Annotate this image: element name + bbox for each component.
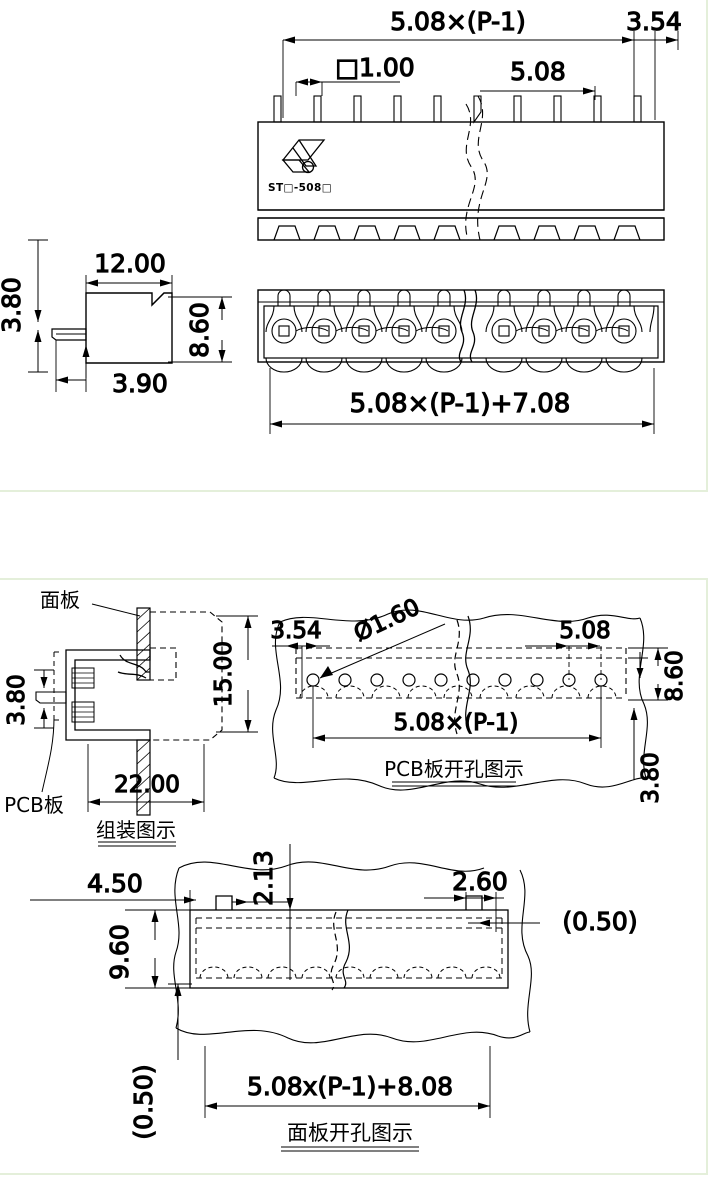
dim-pitch xyxy=(480,86,596,100)
pcb-scallops xyxy=(299,685,617,699)
pcb-holes xyxy=(306,673,608,687)
face-cutout-scallops xyxy=(199,966,501,979)
mounting-diagrams-panel: 面板 xyxy=(0,578,708,1175)
dim-depth-3.90 xyxy=(55,340,90,392)
dim-body-height-8.60 xyxy=(168,296,232,363)
dim-pcb-pitch xyxy=(525,642,602,680)
dim-end-margin xyxy=(634,31,679,120)
dim-pcb-end-margin-label: 3.54 xyxy=(270,618,321,644)
leader-hole-dia xyxy=(319,623,446,679)
connector-body-front xyxy=(257,121,665,241)
dim-face-tol-right-label: (0.50) xyxy=(562,907,637,936)
break-line-front xyxy=(465,95,488,241)
dim-assembly-pin-height-label: 3.80 xyxy=(4,674,30,725)
dim-face-left-margin-label: 4.50 xyxy=(87,869,143,898)
dim-assembly-22.00 xyxy=(87,744,205,812)
dim-width-label: 12.00 xyxy=(94,249,166,278)
mating-plug-outline xyxy=(150,611,223,741)
leader-panel xyxy=(91,603,141,617)
dim-pcb-pitch-label: 5.08 xyxy=(559,618,610,644)
dim-pin-square xyxy=(295,78,400,96)
dim-assembly-3.80 xyxy=(34,669,54,729)
face-cutout-dashed xyxy=(195,917,503,979)
dim-face-notch-width-label: 2.13 xyxy=(249,850,278,906)
dim-pin-height-3.80 xyxy=(28,239,48,373)
dim-pcb-end-margin xyxy=(272,642,330,698)
assembly-panel-label: 面板 xyxy=(40,588,80,612)
dim-face-tol-right xyxy=(468,912,540,932)
connector-profile-assembly xyxy=(35,649,151,741)
assembly-title: 组装图示 xyxy=(96,818,176,842)
pcb-cutout-title: PCB板开孔图示 xyxy=(384,757,524,781)
connector-pins xyxy=(273,95,642,124)
dim-body-height-label: 8.60 xyxy=(185,302,214,358)
dim-pitch-label: 5.08 xyxy=(510,57,566,86)
top-drawing-svg: 5.08×(P-1) 3.54 □1.00 5.08 xyxy=(0,6,682,434)
face-cutout-title: 面板开孔图示 xyxy=(287,1121,413,1145)
connector-bottom-view xyxy=(257,289,665,373)
connector-body-side xyxy=(85,292,173,364)
dim-depth-label: 3.90 xyxy=(112,369,168,398)
dim-overall-bottom xyxy=(269,368,655,434)
connector-views-panel: 5.08×(P-1) 3.54 □1.00 5.08 xyxy=(0,0,708,492)
dim-face-tol-bottom xyxy=(168,983,192,1060)
break-line-face xyxy=(330,909,351,991)
dim-assembly-15.00 xyxy=(216,615,258,733)
dim-end-margin-label: 3.54 xyxy=(626,7,682,36)
dim-pcb-height xyxy=(628,647,668,701)
break-line-bottom xyxy=(458,289,478,363)
part-label: ST□-508□ xyxy=(268,182,332,194)
brand-logo-icon xyxy=(281,139,326,174)
dim-overall-pitch-label: 5.08×(P-1) xyxy=(390,7,526,36)
dim-pin-height-label: 3.80 xyxy=(0,277,26,333)
side-pin xyxy=(51,328,87,341)
dim-pcb-height-label: 8.60 xyxy=(662,650,688,701)
dim-face-height-label: 9.60 xyxy=(105,924,134,980)
dim-pin-square-label: □1.00 xyxy=(335,53,414,82)
dim-face-span-label: 5.08x(P-1)+8.08 xyxy=(247,1072,453,1101)
dim-face-notch-right xyxy=(424,892,504,912)
dim-pcb-span xyxy=(312,686,602,748)
dim-face-height xyxy=(125,909,190,989)
dim-assembly-depth-label: 22.00 xyxy=(114,772,180,798)
assembly-pcb-label: PCB板 xyxy=(4,793,64,817)
dim-pcb-span-label: 5.08×(P-1) xyxy=(394,710,519,736)
dim-pcb-offset xyxy=(630,708,638,780)
dim-width-12.00 xyxy=(85,275,173,295)
dim-hole-dia-label: Ø1.60 xyxy=(350,594,424,647)
leader-pcb xyxy=(41,717,55,793)
break-line-pcb xyxy=(454,615,471,735)
face-cutout-rect xyxy=(189,909,509,989)
pcb-cutout-area xyxy=(295,647,627,699)
dim-face-notch-width xyxy=(231,844,294,980)
pcb-board-outline xyxy=(53,651,60,721)
dim-overall-pitch xyxy=(282,31,635,118)
dim-face-notch-right-label: 2.60 xyxy=(452,867,508,896)
bottom-drawing-svg: 面板 xyxy=(3,588,689,1152)
dim-face-tol-bottom-label: (0.50) xyxy=(129,1064,158,1139)
pcb-boundary xyxy=(272,609,648,791)
dim-overall-bottom-label: 5.08×(P-1)+7.08 xyxy=(350,389,571,419)
dim-assembly-height-label: 15.00 xyxy=(211,641,237,707)
dim-face-span xyxy=(204,1046,491,1118)
dim-pcb-offset-label: 3.80 xyxy=(638,752,664,803)
